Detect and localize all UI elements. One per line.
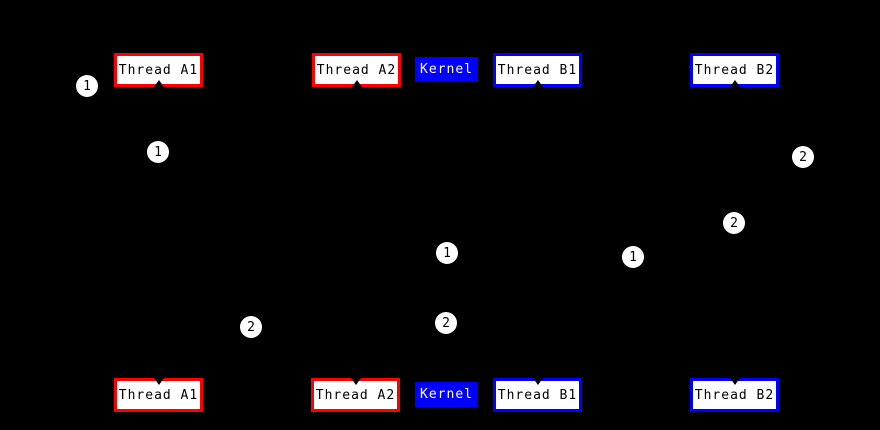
step-badge-1: 1 — [76, 75, 98, 97]
node-thread-b1-bottom: Thread B1 — [493, 378, 582, 412]
arrowhead-notch — [729, 378, 740, 385]
node-label: Kernel — [420, 387, 473, 402]
arrowhead-notch — [532, 80, 543, 87]
node-thread-a2-bottom: Thread A2 — [311, 378, 400, 412]
arrowhead-notch — [351, 80, 362, 87]
node-thread-a2-top: Thread A2 — [312, 53, 401, 87]
arrowhead-notch — [350, 378, 361, 385]
node-thread-a1-top: Thread A1 — [114, 53, 203, 87]
arrowhead-notch — [532, 378, 543, 385]
step-badge-1: 1 — [622, 246, 644, 268]
node-thread-b2-top: Thread B2 — [690, 53, 779, 87]
node-kernel-bottom: Kernel — [415, 382, 478, 407]
node-label: Thread B2 — [694, 62, 775, 78]
node-label: Thread A1 — [118, 62, 199, 78]
node-thread-a1-bottom: Thread A1 — [114, 378, 203, 412]
arrowhead-notch — [153, 378, 164, 385]
node-label: Kernel — [420, 62, 473, 77]
arrowhead-notch — [153, 80, 164, 87]
step-badge-2: 2 — [792, 146, 814, 168]
node-thread-b2-bottom: Thread B2 — [690, 378, 779, 412]
node-label: Thread B1 — [497, 387, 578, 403]
step-badge-1: 1 — [436, 242, 458, 264]
node-label: Thread B1 — [497, 62, 578, 78]
node-kernel-top: Kernel — [415, 57, 478, 82]
step-badge-1: 1 — [147, 141, 169, 163]
node-label: Thread A2 — [315, 387, 396, 403]
step-badge-2: 2 — [435, 312, 457, 334]
node-label: Thread A1 — [118, 387, 199, 403]
node-label: Thread A2 — [316, 62, 397, 78]
arrowhead-notch — [729, 80, 740, 87]
node-thread-b1-top: Thread B1 — [493, 53, 582, 87]
step-badge-2: 2 — [240, 316, 262, 338]
step-badge-2: 2 — [723, 212, 745, 234]
node-label: Thread B2 — [694, 387, 775, 403]
